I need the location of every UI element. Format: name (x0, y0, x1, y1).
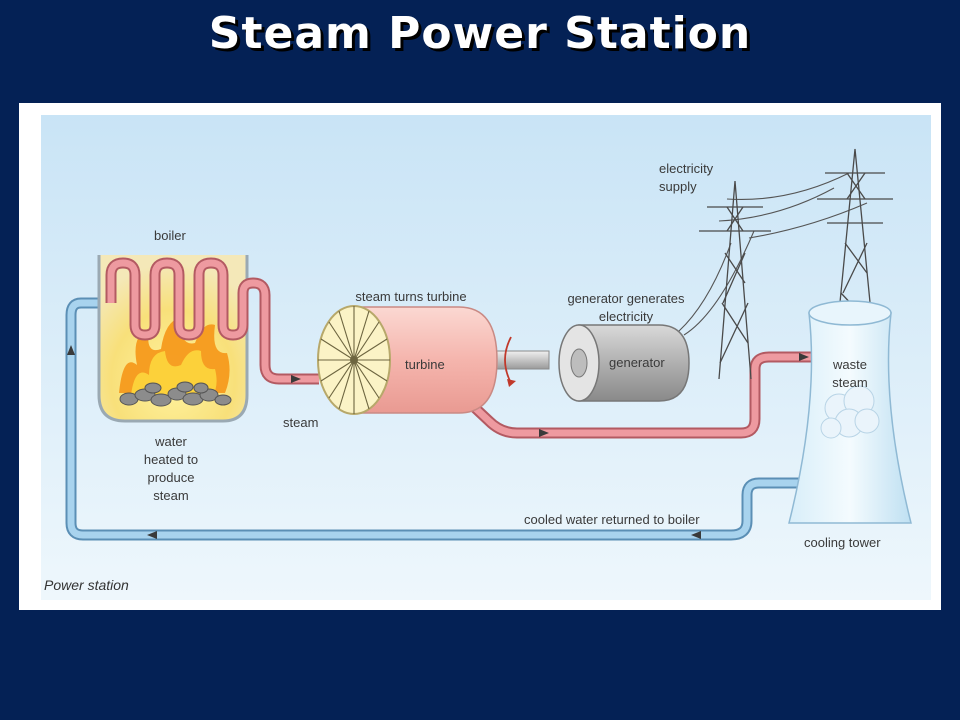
label-generator-generates: electricity (599, 309, 654, 324)
turbine (317, 305, 498, 415)
turbine-shaft (488, 350, 550, 370)
diagram-caption: Power station (44, 577, 129, 593)
label-turbine: turbine (405, 357, 445, 372)
flow-arrow-left-icon (691, 531, 701, 539)
flow-arrow-right-icon (539, 429, 549, 437)
pylon-icon (699, 180, 771, 380)
cooling-tower (788, 300, 912, 524)
cooled-water-pipe (65, 297, 807, 541)
slide-title: Steam Power Station (208, 8, 752, 59)
label-waste-steam: waste (832, 357, 867, 372)
flow-arrow-right-icon (291, 375, 301, 383)
label-electricity-supply: electricity (659, 161, 714, 176)
label-cooling-tower: cooling tower (804, 535, 881, 550)
label-water-heated: produce (148, 470, 195, 485)
power-station-diagram: boiler water heated to produce steam ste… (41, 115, 931, 600)
label-waste-steam: steam (832, 375, 867, 390)
generator (558, 324, 690, 402)
label-water-heated: steam (153, 488, 188, 503)
label-generator-generates: generator generates (567, 291, 685, 306)
flow-arrow-left-icon (147, 531, 157, 539)
label-water-heated: heated to (144, 452, 198, 467)
rotation-arrow-icon (504, 336, 512, 384)
label-steam-turns-turbine: steam turns turbine (355, 289, 466, 304)
label-generator: generator (609, 355, 665, 370)
label-steam: steam (283, 415, 318, 430)
boiler (97, 255, 319, 423)
flow-arrow-right-icon (799, 353, 809, 361)
diagram-panel: boiler water heated to produce steam ste… (19, 103, 941, 610)
exhaust-steam-pipe (451, 351, 825, 439)
label-cooled-water-returned: cooled water returned to boiler (524, 512, 700, 527)
coal-pile-icon (119, 381, 232, 407)
label-boiler: boiler (154, 228, 186, 243)
flow-arrow-up-icon (67, 345, 75, 355)
label-water-heated: water (154, 434, 187, 449)
label-electricity-supply: supply (659, 179, 697, 194)
steam-cloud-icon (820, 385, 880, 439)
